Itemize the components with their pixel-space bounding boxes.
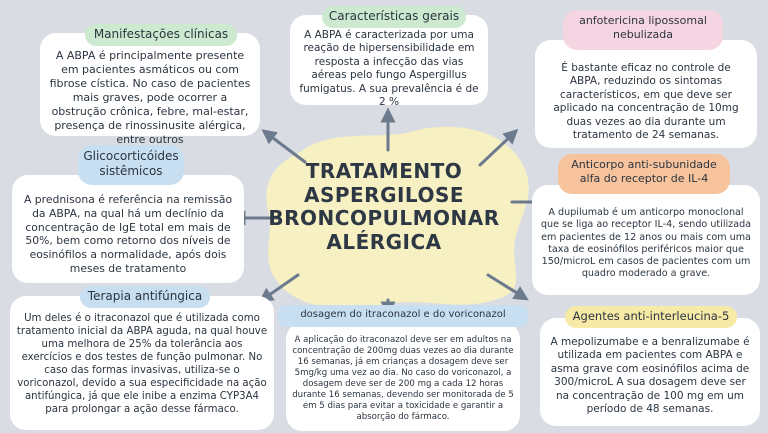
- il5-card: A mepolizumabe e a benralizumabe é utili…: [540, 318, 760, 426]
- manifestacoes-title-text: Manifestações clínicas: [93, 27, 229, 41]
- caracteristicas-text: A ABPA é caracterizada por uma reação de…: [299, 29, 479, 109]
- caracteristicas-title: Características gerais: [322, 6, 466, 28]
- center-title-line-4: ALÉRGICA: [326, 229, 442, 254]
- dosagem-title-text: dosagem do itraconazol e do voriconazol: [300, 309, 506, 320]
- glicocorticoides-title-line-1: Glicocorticóides: [83, 149, 179, 163]
- caracteristicas-title-text: Características gerais: [328, 9, 460, 23]
- manifestacoes-title: Manifestações clínicas: [85, 24, 237, 46]
- anticorpo-title: Anticorpo anti-subunidade alfa do recept…: [558, 154, 730, 194]
- glicocorticoides-card: A prednisona é referência na remissão da…: [12, 175, 244, 283]
- caracteristicas-card: A ABPA é caracterizada por uma reação de…: [290, 15, 488, 108]
- anfotericina-title: anfotericina lipossomal nebulizada: [563, 10, 723, 50]
- center-title: TRATAMENTO ASPERGILOSE BRONCOPULMONAR AL…: [268, 159, 500, 254]
- center-title-line-3: BRONCOPULMONAR: [268, 206, 500, 231]
- terapia-card: Um deles é o itraconazol que é utilizada…: [10, 296, 274, 430]
- anfotericina-title-line-2: nebulizada: [612, 27, 674, 41]
- center-title-line-2: ASPERGILOSE: [303, 182, 465, 207]
- glicocorticoides-text: A prednisona é referência na remissão da…: [23, 193, 233, 276]
- il5-title-text: Agentes anti-interleucina-5: [572, 309, 730, 323]
- il5-text: A mepolizumabe e a benralizumabe é utili…: [550, 336, 750, 416]
- terapia-text: Um deles é o itraconazol que é utilizada…: [16, 313, 268, 416]
- terapia-title-text: Terapia antifúngica: [87, 289, 203, 303]
- dosagem-title: dosagem do itraconazol e do voriconazol: [278, 305, 528, 327]
- manifestacoes-card: A ABPA é principalmente presente em paci…: [40, 33, 260, 146]
- anfotericina-text: É bastante eficaz no controle de ABPA, r…: [553, 62, 739, 142]
- anfotericina-title-line-1: anfotericina lipossomal: [579, 14, 707, 27]
- anticorpo-title-line-1: Anticorpo anti-subunidade: [571, 158, 717, 171]
- center-title-line-1: TRATAMENTO: [305, 159, 463, 183]
- anfotericina-card: É bastante eficaz no controle de ABPA, r…: [535, 40, 757, 148]
- glicocorticoides-title-line-2: sistêmicos: [99, 164, 163, 178]
- anticorpo-title-line-2: alfa do receptor de IL-4: [579, 171, 709, 185]
- manifestacoes-text: A ABPA é principalmente presente em paci…: [49, 49, 251, 147]
- il5-title: Agentes anti-interleucina-5: [565, 306, 737, 328]
- glicocorticoides-title: Glicocorticóides sistêmicos: [78, 145, 184, 185]
- dosagem-text: A aplicação do itraconazol deve ser em a…: [292, 335, 514, 422]
- anticorpo-card: A dupilumab é um anticorpo monoclonal qu…: [532, 185, 760, 295]
- anticorpo-text: A dupilumab é um anticorpo monoclonal qu…: [540, 207, 752, 280]
- dosagem-card: A aplicação do itraconazol deve ser em a…: [286, 323, 520, 431]
- terapia-title: Terapia antifúngica: [80, 286, 210, 308]
